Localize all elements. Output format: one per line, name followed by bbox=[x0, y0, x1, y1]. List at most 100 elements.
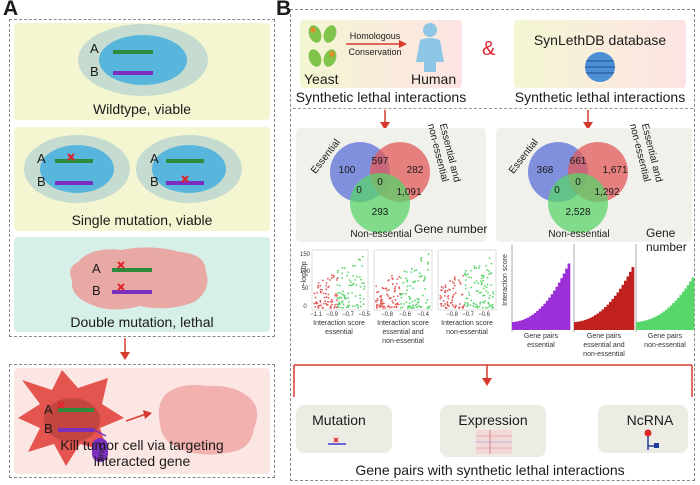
scatter1-xtick-2: −0.9 bbox=[326, 312, 338, 318]
scatter-point bbox=[396, 302, 399, 305]
scatter-point bbox=[389, 306, 392, 309]
scatter-point bbox=[464, 269, 467, 272]
scatter-point bbox=[354, 264, 356, 267]
bar bbox=[689, 281, 692, 330]
scatter-point bbox=[439, 303, 442, 305]
scatter-point bbox=[381, 305, 384, 308]
scatter-point bbox=[405, 277, 408, 280]
scatter2-xtick-3: −0.4 bbox=[417, 312, 429, 318]
scatter-point bbox=[376, 305, 378, 308]
scatter-point bbox=[466, 305, 468, 308]
scatter-point bbox=[440, 296, 443, 299]
scatter-point bbox=[489, 272, 492, 274]
scatter-point bbox=[406, 289, 408, 291]
scatter-point bbox=[325, 296, 328, 299]
bar bbox=[541, 306, 544, 330]
bar bbox=[560, 278, 564, 330]
scatter-point bbox=[354, 278, 356, 281]
bar bbox=[533, 312, 537, 330]
scatter-point bbox=[416, 306, 419, 308]
scatter-point bbox=[451, 301, 453, 304]
scatter-point bbox=[336, 297, 339, 299]
ncrna-label: NcRNA bbox=[626, 412, 674, 428]
bar bbox=[638, 321, 642, 330]
scatter-point bbox=[449, 302, 452, 304]
bar bbox=[574, 322, 577, 330]
scatter-point bbox=[347, 306, 350, 309]
venn-left-v4: 0 bbox=[377, 177, 383, 188]
scatter-point bbox=[361, 265, 364, 267]
scatter-point bbox=[322, 302, 325, 305]
separator-line bbox=[293, 108, 693, 109]
scatter-point bbox=[483, 294, 486, 297]
venn-right-v3: 1,671 bbox=[602, 165, 628, 176]
scatter-ytick-100: 100 bbox=[299, 269, 310, 275]
scatter-point bbox=[338, 302, 341, 305]
scatter-point bbox=[363, 282, 365, 285]
bar bbox=[621, 284, 625, 330]
scatter-point bbox=[342, 303, 345, 306]
bar bbox=[681, 291, 685, 330]
scatter-point bbox=[400, 293, 403, 295]
scatter-point bbox=[478, 267, 480, 269]
scatter-point bbox=[341, 300, 344, 302]
bar bbox=[667, 307, 671, 330]
scatter-point bbox=[346, 274, 348, 277]
scatter-point bbox=[343, 267, 346, 270]
scatter3-xtick-3: −0.6 bbox=[478, 312, 490, 318]
wildtype-label-a: A bbox=[90, 41, 99, 56]
scatter-point bbox=[338, 284, 341, 287]
scatter-point bbox=[382, 307, 385, 309]
scatter-point bbox=[442, 299, 445, 302]
kill-caption-line1: Kill tumor cell via targeting bbox=[60, 437, 224, 453]
scatter-point bbox=[338, 301, 341, 304]
scatter-point bbox=[485, 286, 488, 289]
scatter-point bbox=[488, 270, 490, 272]
scatter-point bbox=[492, 307, 495, 309]
scatter-point bbox=[451, 303, 454, 306]
scatter-point bbox=[321, 288, 323, 291]
scatter-point bbox=[323, 296, 326, 299]
scatter-point bbox=[336, 283, 339, 286]
scatter-point bbox=[486, 276, 489, 279]
bar bbox=[596, 313, 600, 330]
scatter-point bbox=[324, 300, 327, 303]
scatter-point bbox=[453, 278, 456, 281]
scatter1-cap1: Interaction score bbox=[313, 320, 365, 327]
scatter-point bbox=[407, 307, 409, 309]
scatter-point bbox=[389, 297, 392, 299]
scatter-point bbox=[362, 288, 365, 291]
scatter-point bbox=[443, 295, 446, 297]
scatter-point bbox=[475, 266, 478, 269]
scatter-point bbox=[405, 271, 408, 273]
scatter-point bbox=[332, 276, 335, 279]
bar bbox=[657, 314, 661, 330]
scatter-point bbox=[379, 295, 382, 298]
scatter-point bbox=[398, 286, 401, 289]
scatter-point bbox=[476, 307, 479, 309]
bar bbox=[611, 298, 615, 330]
scatter-point bbox=[486, 306, 489, 309]
panel-b-frame bbox=[290, 9, 695, 481]
bar bbox=[652, 317, 656, 330]
bar bbox=[619, 288, 622, 330]
gene-number-right: Gene number bbox=[646, 226, 687, 254]
panel-a-frame bbox=[9, 19, 275, 337]
bar bbox=[629, 271, 632, 330]
scatter-point bbox=[360, 278, 363, 281]
bar bbox=[691, 277, 695, 330]
scatter-point bbox=[361, 255, 364, 258]
scatter-point bbox=[352, 265, 355, 267]
scatter-point bbox=[325, 282, 328, 284]
scatter-point bbox=[418, 305, 421, 307]
scatter-point bbox=[464, 284, 467, 286]
scatter-point bbox=[485, 264, 487, 267]
scatter-point bbox=[427, 261, 430, 264]
bar bbox=[679, 294, 683, 330]
scatter-point bbox=[440, 305, 443, 307]
scatter-point bbox=[473, 281, 476, 284]
scatter-point bbox=[341, 267, 344, 269]
